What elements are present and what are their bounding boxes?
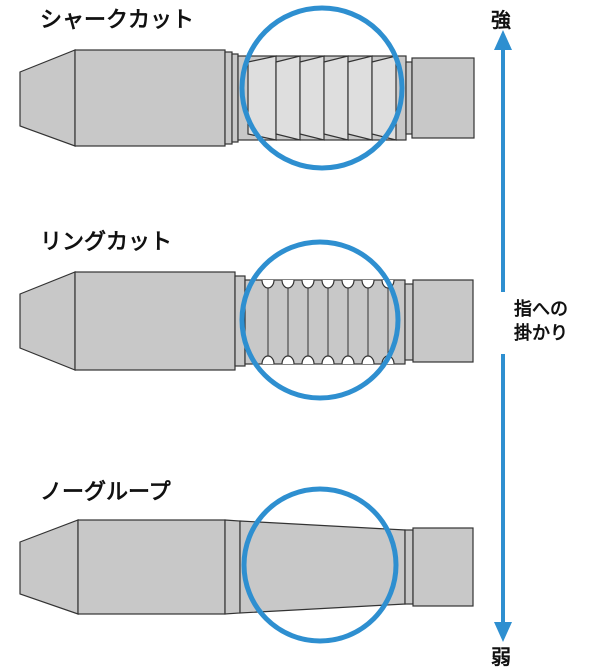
shark-teeth xyxy=(247,55,397,141)
grip-axis-label: 指への 掛かり xyxy=(514,298,568,346)
scale-top-label: 強 xyxy=(491,8,511,32)
ring-cut-label: リングカット xyxy=(40,230,173,255)
no-groove-label: ノーグループ xyxy=(40,480,171,505)
no-groove-highlight-circle xyxy=(241,486,399,644)
shark-cut-label: シャークカット xyxy=(40,8,195,33)
ring-cut-highlight-circle xyxy=(239,239,401,401)
ring-cut-barrel xyxy=(19,271,474,371)
ring-lines xyxy=(267,288,389,356)
no-groove-barrel xyxy=(19,519,474,615)
shark-cut-highlight-circle xyxy=(239,5,405,171)
scale-bottom-label: 弱 xyxy=(491,645,511,669)
grip-axis-label-line1: 指への xyxy=(514,299,568,320)
grip-axis-label-line2: 掛かり xyxy=(514,323,568,344)
axis-label-background xyxy=(492,292,586,354)
